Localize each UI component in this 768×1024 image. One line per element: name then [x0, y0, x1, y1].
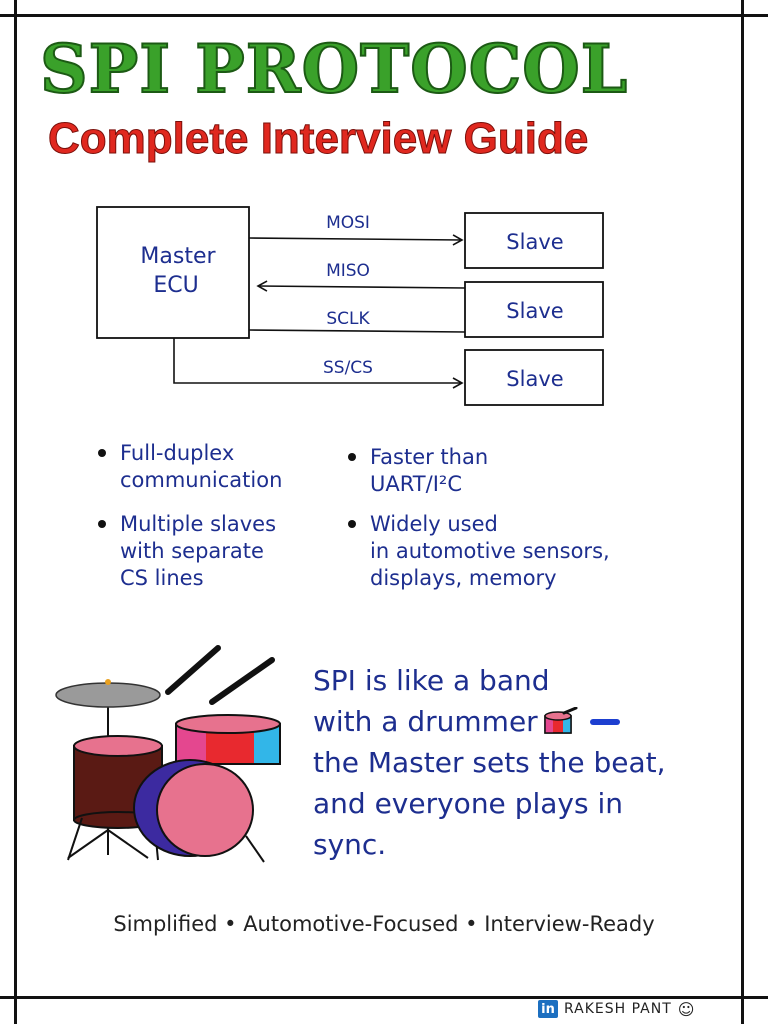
drumstick-1 — [165, 645, 221, 695]
analogy-line-3: the Master sets the beat, — [313, 746, 666, 779]
analogy-line-2: with a drummer — [313, 705, 538, 738]
slave-label-3: Slave — [506, 367, 563, 391]
ss-cs-label: SS/CS — [323, 358, 373, 378]
mosi-arrow — [248, 234, 464, 246]
bass-drum-head — [156, 763, 254, 857]
frame-right-line — [741, 0, 744, 1024]
mosi-label: MOSI — [326, 213, 370, 233]
analogy-line-5: sync. — [313, 828, 387, 861]
sclk-line — [248, 329, 466, 333]
ss-cs-arrow — [173, 338, 464, 389]
master-label-line1: Master — [140, 244, 216, 269]
bullet-widely-used: Widely used in automotive sensors, displ… — [348, 511, 610, 592]
tagline: Simplified • Automotive-Focused • Interv… — [113, 912, 655, 936]
page-title: SPI PROTOCOL — [39, 29, 629, 109]
master-label-line2: ECU — [153, 273, 198, 298]
slave-box-2 — [464, 281, 604, 338]
miso-arrow — [256, 280, 466, 292]
page-subtitle: Complete Interview Guide — [48, 114, 589, 164]
slave-box-3 — [464, 349, 604, 406]
bullet-multiple-slaves: Multiple slaves with separate CS lines — [98, 511, 276, 592]
bullet-full-duplex: Full-duplex communication — [98, 440, 282, 494]
master-ecu-box — [96, 206, 250, 339]
author-footer: in RAKESH PANT ☺ — [538, 997, 695, 1021]
analogy-text: SPI is like a band with a drummer the Ma… — [313, 660, 733, 865]
analogy-line-2-row: with a drummer — [313, 701, 733, 742]
frame-left-line — [14, 0, 17, 1024]
frame-bottom-line — [0, 996, 768, 999]
frame-top-line — [0, 14, 768, 17]
author-name: RAKESH PANT — [564, 1001, 672, 1017]
linkedin-icon[interactable]: in — [538, 1000, 558, 1018]
smiley-icon: ☺ — [677, 999, 696, 1019]
bullet-faster-than-uart: Faster than UART/I²C — [348, 444, 488, 498]
cymbal — [55, 682, 161, 708]
slave-label-1: Slave — [506, 230, 563, 254]
drumstick-2 — [209, 657, 275, 705]
analogy-dash — [589, 718, 620, 725]
drum-icon — [543, 706, 578, 734]
slave-box-1 — [464, 212, 604, 269]
slave-label-2: Slave — [506, 299, 563, 323]
analogy-line-4: and everyone plays in — [313, 787, 623, 820]
miso-label: MISO — [326, 261, 370, 281]
sclk-label: SCLK — [326, 309, 370, 329]
analogy-line-1: SPI is like a band — [313, 664, 550, 697]
drum-kit-illustration — [55, 645, 281, 863]
